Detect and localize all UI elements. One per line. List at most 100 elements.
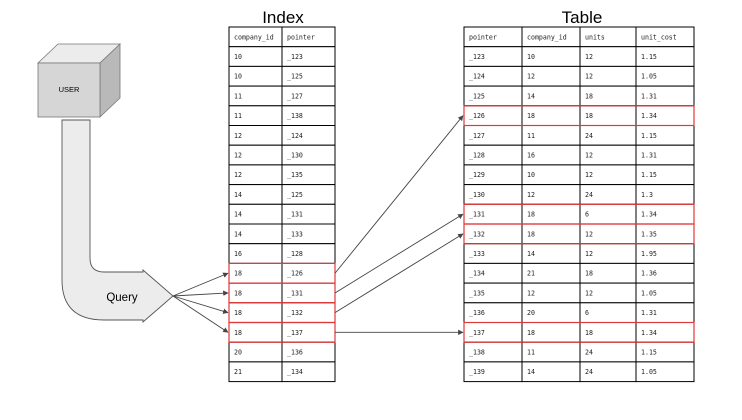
index-row: 14 _125 [228, 184, 336, 205]
index-row: 10_123 [228, 46, 336, 67]
index-cell-value: _125 [287, 191, 303, 199]
query-fanout-arrow [172, 295, 229, 333]
index-row: 14_131 [228, 203, 336, 225]
table-cell-value: _137 [469, 329, 485, 337]
table-cell-value: 11 [527, 132, 535, 140]
index-row: 11_127 [228, 85, 336, 107]
table-cell-value: _125 [469, 92, 485, 100]
table-row: _125 14 18 1.31 [463, 85, 695, 107]
table-cell-value: 1.35 [641, 230, 657, 238]
table-cell-value: 1.31 [641, 151, 657, 159]
index-cell-value: _132 [287, 309, 303, 317]
index-cell-value: _128 [287, 250, 303, 258]
index-column-header: pointer [287, 33, 315, 41]
table-cell-value: 18 [527, 112, 535, 120]
table-cell-value: 18 [585, 112, 593, 120]
table-cell-value: 1.31 [641, 92, 657, 100]
table-cell-value: 12 [527, 191, 535, 199]
index-cell-value: 14 [234, 191, 242, 199]
index-cell-value: 18 [234, 329, 242, 337]
table-cell-value: 1.05 [641, 368, 657, 376]
table-cell-value: 18 [585, 270, 593, 278]
index-cell-value: _131 [287, 289, 303, 297]
index-cell-value: _135 [287, 171, 303, 179]
index-cell-value: 20 [234, 348, 242, 356]
table-cell-value: 12 [585, 73, 593, 81]
index-row: 18_131 [228, 282, 336, 304]
table-cell-value: 12 [527, 289, 535, 297]
table-highlighted-row [463, 105, 695, 127]
index-cell-value: _137 [287, 329, 303, 337]
table-cell-value: 1.15 [641, 132, 657, 140]
index-cell-value: _124 [287, 132, 303, 140]
index-cell [281, 361, 336, 383]
table-cell-value: 10 [527, 53, 535, 61]
table-cell-value: _134 [469, 270, 485, 278]
index-row: 21_134 [228, 361, 336, 383]
table-highlighted-row [463, 223, 695, 245]
index-cell-value: _138 [287, 112, 303, 120]
table-cell-value: 14 [527, 92, 535, 100]
table-cell-value: 1.34 [641, 112, 657, 120]
table-cell-value: 12 [585, 171, 593, 179]
table-cell-value: 1.15 [641, 348, 657, 356]
table-cell-value: 1.36 [641, 270, 657, 278]
table-cell-value: 10 [527, 171, 535, 179]
table-cell-value: 1.15 [641, 171, 657, 179]
index-row: 18 _137 [228, 322, 336, 343]
index-cell-value: 12 [234, 151, 242, 159]
index-row: 14_133 [228, 223, 336, 245]
table-cell [635, 361, 695, 383]
table-cell-value: 24 [585, 191, 593, 199]
index-cell-value: _130 [287, 151, 303, 159]
table-cell-value: _128 [469, 151, 485, 159]
table-cell-value: _127 [469, 132, 485, 140]
table-cell-value: _138 [469, 348, 485, 356]
index-cell-value: _125 [287, 73, 303, 81]
user-label: USER [59, 85, 80, 94]
table-cell-value: _136 [469, 309, 485, 317]
table-cell-value: 1.95 [641, 250, 657, 258]
table-cell-value: _133 [469, 250, 485, 258]
index-cell-value: 18 [234, 309, 242, 317]
table-cell-value: 1.31 [641, 309, 657, 317]
table-column-header: company_id [527, 33, 567, 41]
table-cell-value: 12 [585, 289, 593, 297]
table-column-header: unit_cost [641, 33, 677, 41]
pointer-arrow [334, 233, 464, 314]
table-cell-value: 12 [585, 151, 593, 159]
table-cell-value: 12 [585, 53, 593, 61]
table-cell-value: 18 [527, 230, 535, 238]
pointer-arrow [334, 213, 464, 294]
index-cell-value: 14 [234, 230, 242, 238]
table-cell-value: 24 [585, 132, 593, 140]
query-fanout-arrow [172, 272, 229, 297]
index-row: 10 _125 [228, 65, 336, 87]
index-cell-value: 14 [234, 211, 242, 219]
table-cell-value: 11 [527, 348, 535, 356]
index-column-header: company_id [234, 33, 274, 41]
index-row: 18 _132 [228, 302, 336, 323]
table-column-header: units [585, 33, 605, 41]
index-cell-value: 18 [234, 270, 242, 278]
index-header-row: company_id pointer [228, 26, 336, 48]
index-cell-value: 12 [234, 171, 242, 179]
query-fanout-arrow [172, 295, 229, 314]
index-cell-value: 10 [234, 53, 242, 61]
table-cell-value: 1.34 [641, 211, 657, 219]
index-row: 12_124 [228, 125, 336, 146]
pointer-arrows [334, 115, 464, 336]
index-cell-value: 10 [234, 73, 242, 81]
table-cell-value: _131 [469, 211, 485, 219]
table-cell-value: 18 [585, 92, 593, 100]
table-cell-value: 12 [527, 73, 535, 81]
